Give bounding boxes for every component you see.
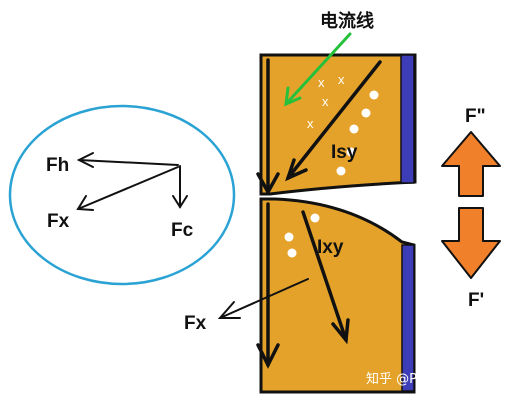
cross-mark: x xyxy=(322,94,329,109)
down-arrow-shape xyxy=(441,207,501,279)
cross-mark: x xyxy=(318,75,325,90)
force-up-label: F" xyxy=(465,106,486,127)
force-arrows xyxy=(441,131,501,279)
watermark: 知乎 @Patrick Zhang xyxy=(366,371,499,387)
lower-metal-block xyxy=(259,197,416,394)
current-ixy-label: Ixy xyxy=(317,237,344,258)
current-lines-pointer xyxy=(284,32,352,107)
lower-electrode-edge xyxy=(401,244,415,392)
force-vectors xyxy=(76,152,188,211)
force-fx-label: Fx xyxy=(47,211,70,232)
force-diagram-circle xyxy=(8,104,236,286)
cross-marks: x x x x xyxy=(307,72,345,131)
up-arrow-shape xyxy=(441,131,501,197)
cross-mark: x xyxy=(338,72,345,87)
upper-electrode-edge xyxy=(400,54,415,184)
force-fx-lower-label: Fx xyxy=(184,313,207,334)
cross-mark: x xyxy=(307,116,314,131)
charge-dots xyxy=(284,90,379,258)
force-fh-label: Fh xyxy=(46,155,69,176)
current-lines xyxy=(256,58,382,369)
force-fc-label: Fc xyxy=(171,220,194,241)
current-lines-label: 电流线 xyxy=(320,10,374,32)
force-down-label: F' xyxy=(468,290,484,311)
force-fx-lower-arrow xyxy=(217,278,309,319)
current-isy-label: Isy xyxy=(331,142,358,163)
